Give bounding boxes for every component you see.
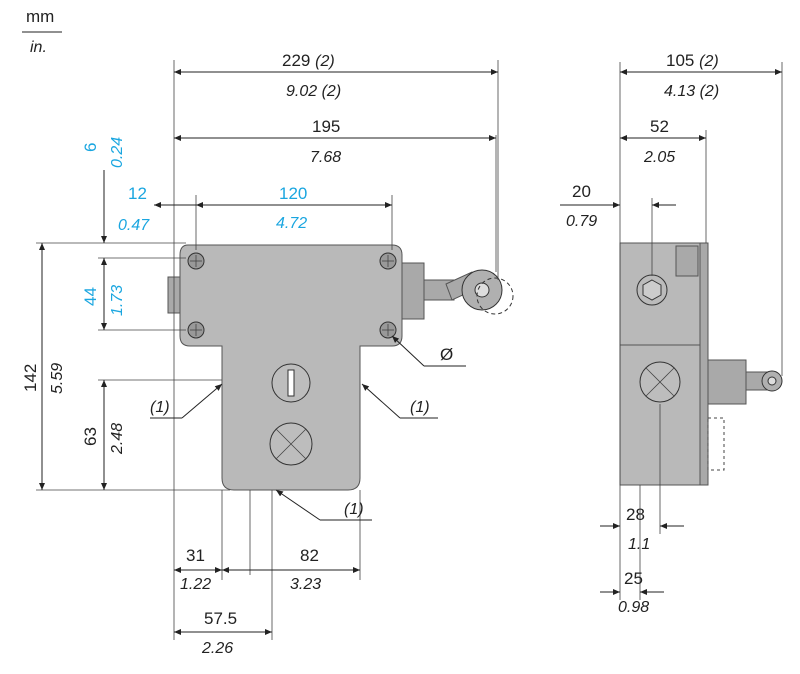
unit-mm-label: mm xyxy=(26,7,54,26)
dim-82-mm: 82 xyxy=(300,546,319,565)
dim-6-in: 0.24 xyxy=(109,137,126,168)
dim-28-in: 1.1 xyxy=(628,536,650,553)
cross-indicator xyxy=(269,422,313,466)
side-roller-hub xyxy=(767,376,777,386)
side-hex-screw xyxy=(636,274,668,306)
callout-note-right: (1) xyxy=(361,383,438,419)
dim-12-in: 0.47 xyxy=(118,217,150,234)
dim-20-mm: 20 xyxy=(572,182,591,201)
unit-in-label: in. xyxy=(30,39,47,56)
dim-57-5-in: 2.26 xyxy=(201,640,233,657)
dim-31-in: 1.22 xyxy=(180,576,211,593)
actuator-mount xyxy=(401,262,425,320)
side-extension-lines xyxy=(619,62,783,600)
dim-6-mm: 6 xyxy=(81,143,100,152)
dim-44-mm: 44 xyxy=(81,287,100,306)
corner-screw-tl xyxy=(187,252,205,270)
dim-52-in: 2.05 xyxy=(643,149,675,166)
dim-120-mm: 120 xyxy=(279,184,307,203)
front-extension-lines xyxy=(36,60,499,640)
dim-63-mm: 63 xyxy=(81,427,100,446)
dim-25-mm: 25 xyxy=(624,569,643,588)
dim-20-in: 0.79 xyxy=(566,213,597,230)
dim-12-mm: 12 xyxy=(128,184,147,203)
side-dashed-key xyxy=(707,417,725,471)
dim-195-in: 7.68 xyxy=(310,149,341,166)
svg-text:Ø: Ø xyxy=(440,345,453,364)
svg-text:(1): (1) xyxy=(150,399,170,416)
dim-105-in: 4.13 (2) xyxy=(664,83,719,100)
svg-text:(1): (1) xyxy=(344,501,364,518)
dim-31-mm: 31 xyxy=(186,546,205,565)
key-slot xyxy=(271,363,311,403)
dim-195-mm: 195 xyxy=(312,117,340,136)
corner-screw-br xyxy=(379,321,397,339)
callout-hole: Ø xyxy=(391,335,466,367)
dim-28-mm: 28 xyxy=(626,505,645,524)
dim-142-mm: 142 xyxy=(21,364,40,392)
dim-52-mm: 52 xyxy=(650,117,669,136)
side-cross-indicator xyxy=(639,361,681,403)
svg-text:(1): (1) xyxy=(410,399,430,416)
corner-screw-tr xyxy=(379,252,397,270)
corner-screw-bl xyxy=(187,321,205,339)
dim-82-in: 3.23 xyxy=(290,576,321,593)
side-top-lug xyxy=(675,245,699,277)
dim-229-mm: 229 (2) xyxy=(282,51,335,70)
dim-44-in: 1.73 xyxy=(109,285,126,316)
dim-229-in: 9.02 (2) xyxy=(286,83,341,100)
dim-142-in: 5.59 xyxy=(49,363,66,394)
callout-note-bottom: (1) xyxy=(275,489,372,521)
roller-sweep xyxy=(476,277,514,315)
dim-105-mm: 105 (2) xyxy=(666,51,719,70)
callout-note-left: (1) xyxy=(150,383,223,419)
dim-63-in: 2.48 xyxy=(109,423,126,455)
front-view xyxy=(167,244,514,491)
dim-57-5-mm: 57.5 xyxy=(204,609,237,628)
side-actuator-mount xyxy=(707,359,747,405)
dim-120-in: 4.72 xyxy=(276,215,307,232)
side-view xyxy=(619,242,783,486)
side-back-plate xyxy=(699,242,709,486)
dim-25-in: 0.98 xyxy=(618,599,649,616)
